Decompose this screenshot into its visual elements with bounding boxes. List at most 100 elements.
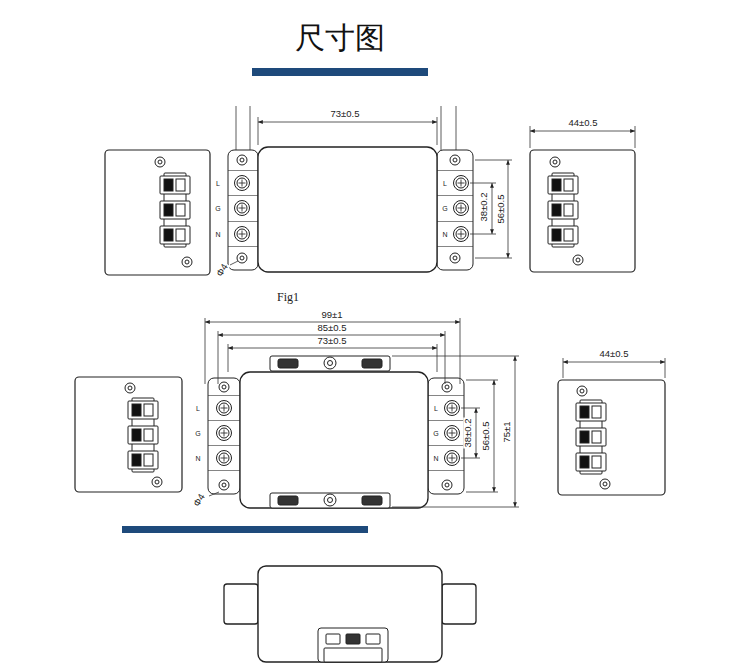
connector-slot <box>346 634 360 644</box>
terminal-name: L <box>195 405 201 412</box>
side-connector <box>128 401 158 419</box>
terminal-divider <box>208 395 240 396</box>
side-connector <box>576 453 606 471</box>
mounting-hole <box>600 479 610 489</box>
leader-line <box>209 492 219 496</box>
screw-slot <box>224 455 225 462</box>
terminal-divider <box>428 470 464 471</box>
screw-head <box>456 229 466 239</box>
terminal-screw <box>445 401 460 416</box>
bracket-slot <box>362 496 382 505</box>
terminal-divider <box>437 170 473 171</box>
figure-label: Fig1 <box>276 291 300 303</box>
extension-line <box>218 331 219 384</box>
connector-slot <box>132 404 141 416</box>
connector-slot <box>552 229 561 241</box>
terminal-divider <box>228 246 258 247</box>
terminal-name: G <box>194 430 201 437</box>
extension-line <box>460 318 461 384</box>
screw-slot <box>461 231 462 238</box>
connector-clip <box>144 429 153 441</box>
mounting-hole <box>442 382 452 392</box>
dimension-line <box>494 380 495 492</box>
side-view-body <box>105 150 210 275</box>
terminal-name: G <box>214 205 221 212</box>
hole-center <box>158 160 162 164</box>
mounting-hole <box>550 157 560 167</box>
hole-diameter: Φ4 <box>191 491 207 509</box>
terminal-divider <box>228 170 258 171</box>
terminal-name: G <box>441 205 448 212</box>
extension-line <box>437 117 438 145</box>
bracket-slot <box>278 359 298 368</box>
terminal-screw <box>235 201 250 216</box>
terminal-screw <box>235 227 250 242</box>
screw-head <box>456 203 466 213</box>
extension-line <box>475 160 512 161</box>
mounting-hole <box>182 257 192 267</box>
extension-line <box>563 358 564 378</box>
terminal-name: N <box>214 231 221 238</box>
hole-center <box>445 385 449 389</box>
terminal-name: L <box>433 405 439 412</box>
terminal-divider <box>208 470 240 471</box>
connector-clip <box>592 431 601 443</box>
bracket-slot <box>362 359 382 368</box>
screw-slot <box>461 180 462 187</box>
hole-center <box>155 480 159 484</box>
side-connector <box>576 428 606 446</box>
screw-head <box>447 453 457 463</box>
connector-slot <box>366 634 380 644</box>
terminal-screw <box>217 451 232 466</box>
extension-line <box>392 356 519 357</box>
dimension: 56±0.5 <box>496 194 506 225</box>
screw-slot <box>224 430 225 437</box>
side-connector <box>576 403 606 421</box>
terminal-name: G <box>432 430 439 437</box>
connector-clip <box>592 456 601 468</box>
mounting-bracket <box>270 493 390 508</box>
terminal-divider <box>428 420 464 421</box>
screw-head <box>456 178 466 188</box>
side-connector <box>160 176 190 194</box>
section-bar <box>122 526 368 533</box>
screw-head <box>447 403 457 413</box>
connector-clip <box>176 204 185 216</box>
hole-center <box>240 256 244 260</box>
dimension-line <box>492 183 493 234</box>
screw-slot <box>461 205 462 212</box>
side-connector <box>160 201 190 219</box>
lead-wire <box>236 106 237 152</box>
extension-line <box>461 458 480 459</box>
mounting-hole <box>219 382 229 392</box>
terminal-divider <box>428 395 464 396</box>
connector-clip <box>144 454 153 466</box>
terminal-block <box>437 150 473 270</box>
terminal-block <box>428 378 464 494</box>
extension-line <box>635 126 636 148</box>
dimension-line <box>476 408 477 458</box>
connector-slot <box>164 179 173 191</box>
leader-line <box>230 261 238 265</box>
extension-line <box>258 117 259 145</box>
dimension: 75±1 <box>502 420 512 443</box>
side-view-body <box>530 150 635 272</box>
terminal-screw <box>454 176 469 191</box>
side-connector <box>548 201 578 219</box>
lead-wire <box>250 106 251 152</box>
terminal-screw <box>235 176 250 191</box>
side-connector <box>160 226 190 244</box>
terminal-block <box>208 378 240 494</box>
dimension: 44±0.5 <box>568 118 599 128</box>
hole-center <box>445 483 449 487</box>
terminal-screw <box>217 401 232 416</box>
terminal-name: L <box>442 180 448 187</box>
filter-body <box>258 147 437 272</box>
screw-head <box>237 178 247 188</box>
hole-center <box>128 386 132 390</box>
mounting-hole <box>152 477 162 487</box>
hole-center <box>222 483 226 487</box>
connector-slot <box>164 229 173 241</box>
hole-center <box>453 256 457 260</box>
extension-line <box>466 380 498 381</box>
